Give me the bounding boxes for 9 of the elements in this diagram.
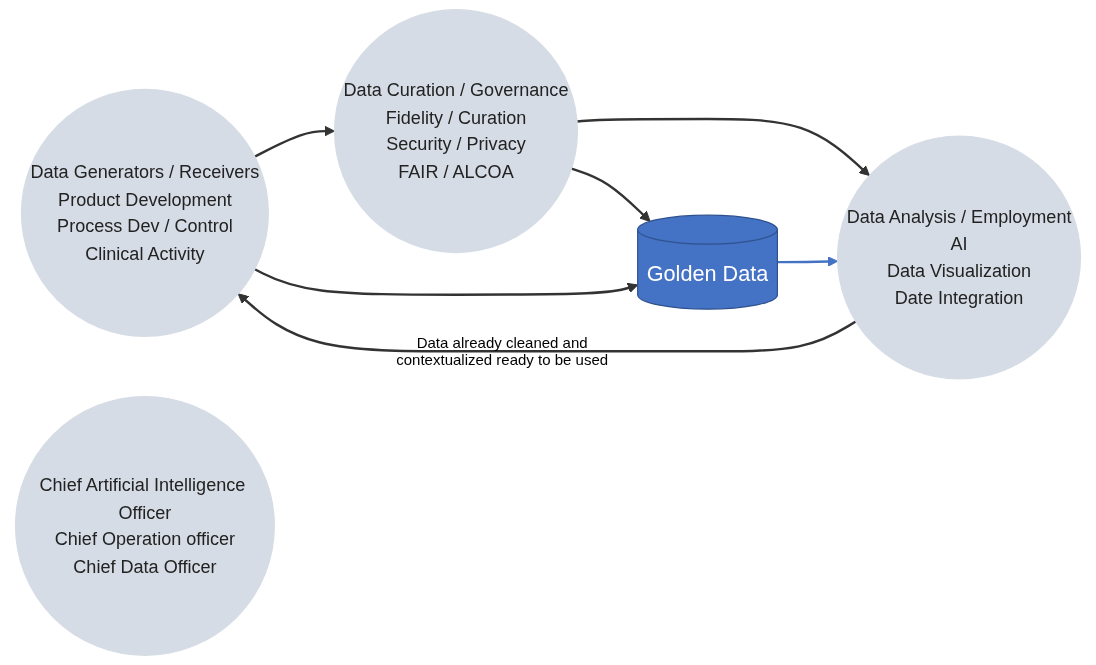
arrow xyxy=(577,117,870,177)
arrow xyxy=(254,268,639,296)
node-circle: Data Analysis / Employment AI Data Visualization Date Integration xyxy=(837,135,1082,380)
arrow xyxy=(237,293,857,353)
arrow xyxy=(571,167,651,222)
node-circle: Data Curation / Governance Fidelity / Curation Security / Privacy FAIR / ALCOA xyxy=(333,9,579,254)
node-circle: Chief Artificial Intelligence Officer Chief Operation officer Chief Data Officer xyxy=(14,395,275,656)
node-caption: Data already cleaned and contextualized ready to be used xyxy=(395,333,610,368)
node-circle: Data Generators / Receivers Product Development Process Dev / Control Clinical Activity xyxy=(20,88,269,337)
